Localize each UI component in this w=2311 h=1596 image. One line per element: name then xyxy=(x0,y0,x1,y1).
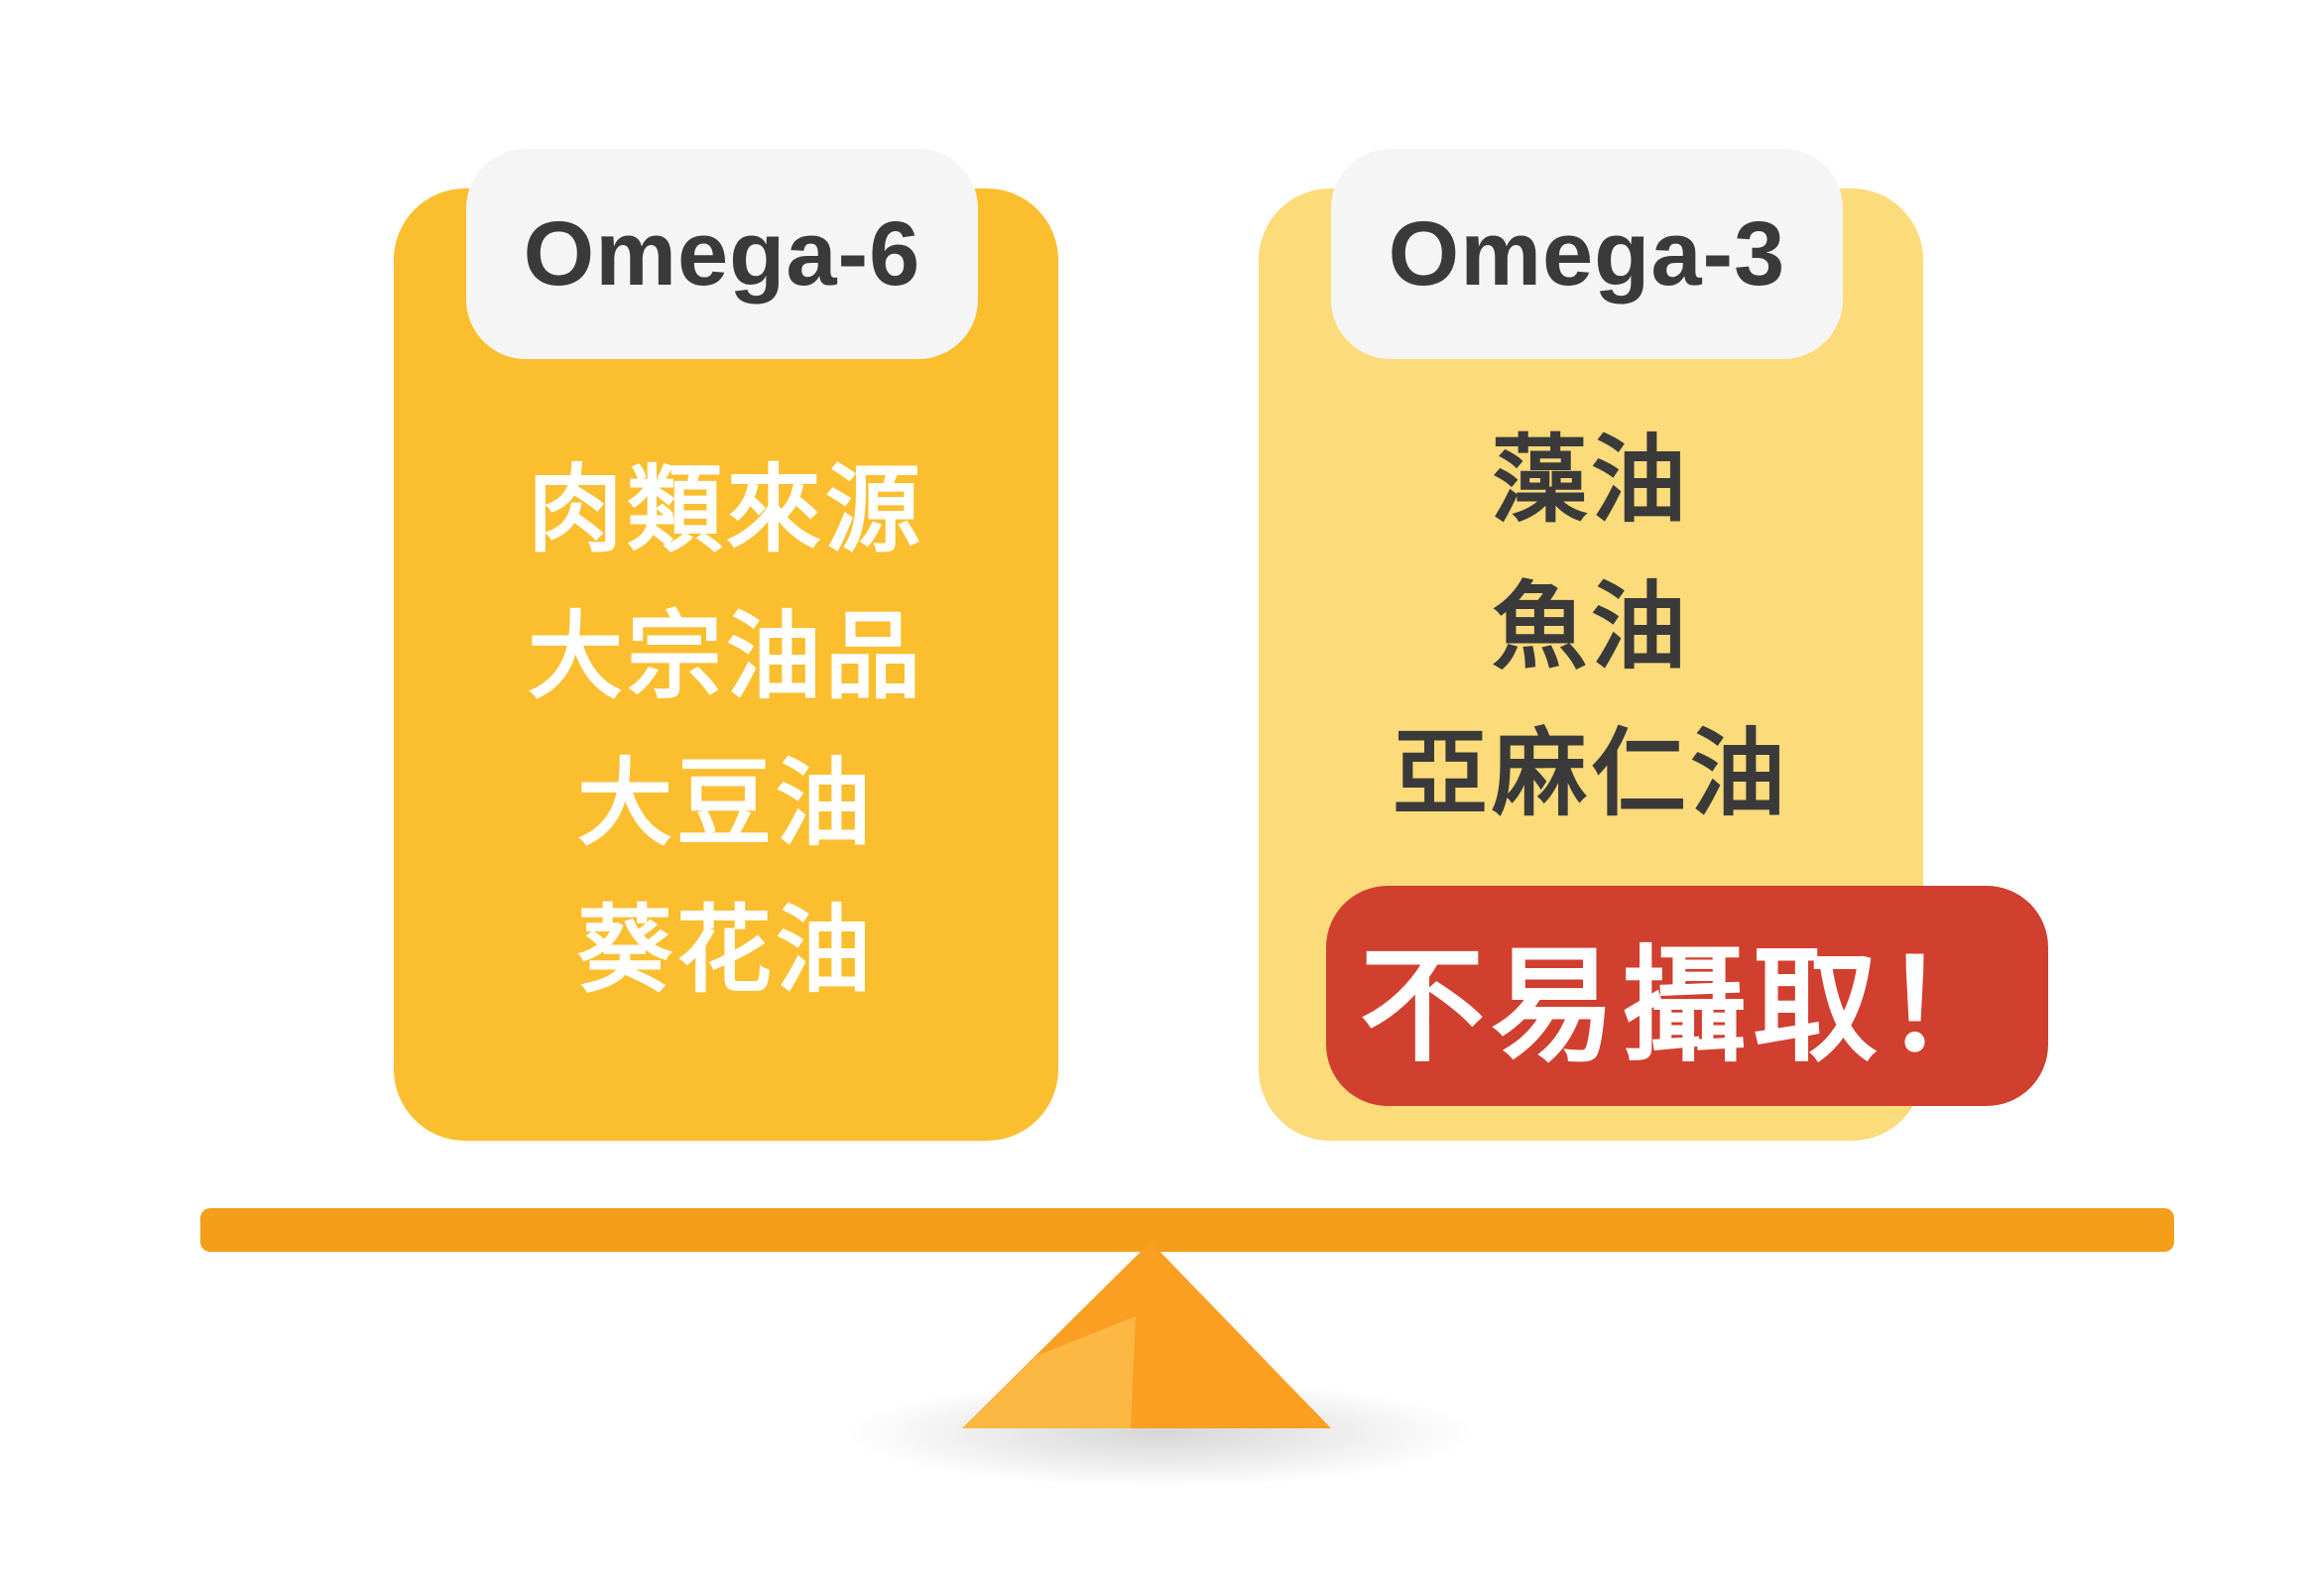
list-item: 肉類來源 xyxy=(528,454,924,565)
warning-badge: 不易攝取！ xyxy=(1326,886,2048,1106)
omega3-title: Omega-3 xyxy=(1331,149,1843,359)
list-item: 葵花油 xyxy=(577,895,875,1006)
list-item: 魚油 xyxy=(1492,571,1690,682)
omega3-source-list: 藻油 魚油 亞麻仁油 xyxy=(1259,407,1923,847)
fulcrum-light-face xyxy=(962,1316,1136,1428)
list-item: 大宗油品 xyxy=(528,601,924,712)
balance-beam xyxy=(200,1208,2174,1252)
omega6-title: Omega-6 xyxy=(466,149,978,359)
list-item: 大豆油 xyxy=(577,748,875,859)
list-item: 藻油 xyxy=(1492,425,1690,536)
omega6-card: Omega-6 肉類來源 大宗油品 大豆油 葵花油 xyxy=(394,149,1058,1141)
list-item: 亞麻仁油 xyxy=(1393,718,1789,829)
omega6-source-list: 肉類來源 大宗油品 大豆油 葵花油 xyxy=(394,436,1058,1024)
fulcrum-triangle xyxy=(962,1242,1331,1428)
